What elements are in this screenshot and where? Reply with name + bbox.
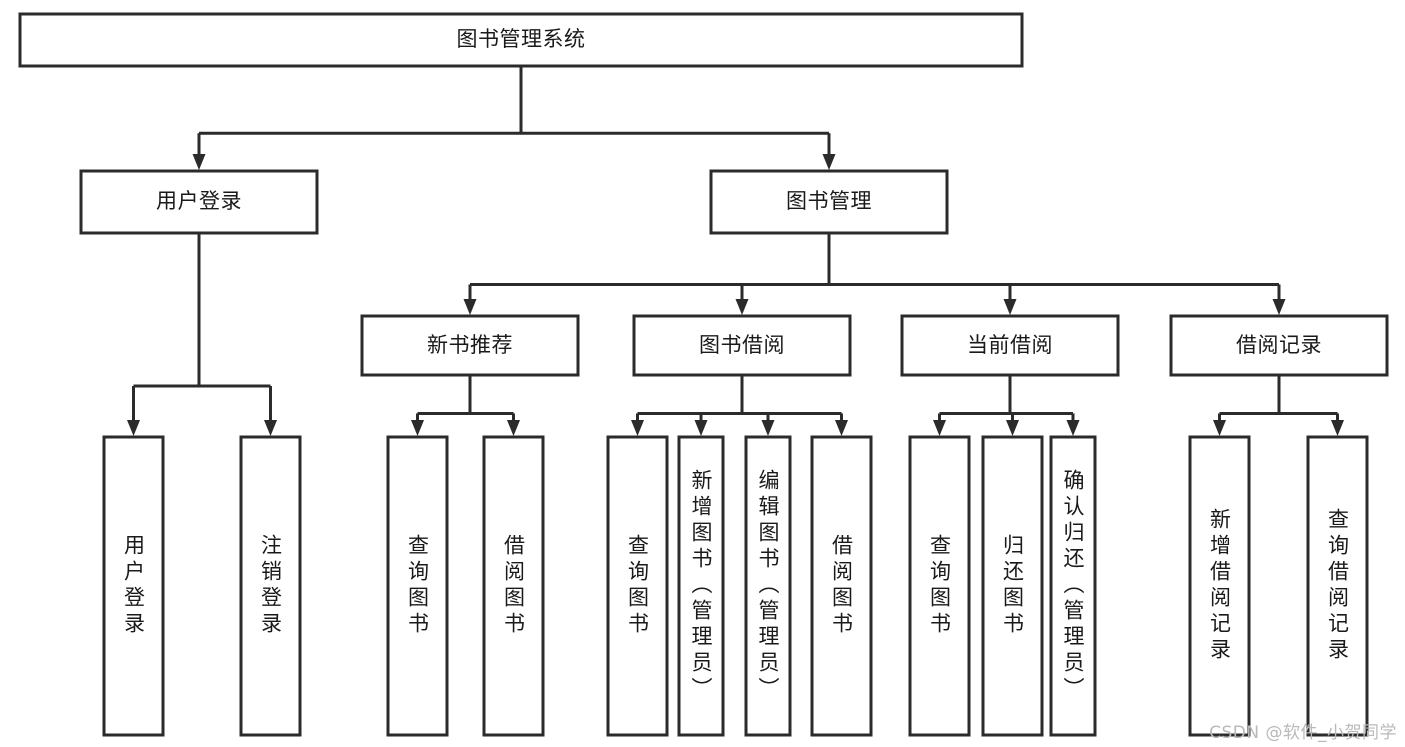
node-box-leaf-edit-book[interactable] (744, 435, 792, 737)
node-box-current-borrow[interactable] (900, 314, 1120, 377)
node-box-book-manage[interactable] (709, 169, 949, 235)
node-box-leaf-add-book[interactable] (677, 435, 725, 737)
node-box-leaf-return-book[interactable] (981, 435, 1044, 737)
node-box-new-book-rec[interactable] (360, 314, 580, 377)
node-box-user-login[interactable] (79, 169, 319, 235)
node-box-leaf-borrow-book-2[interactable] (810, 435, 873, 737)
node-box-leaf-borrow-book-1[interactable] (482, 435, 545, 737)
node-box-root[interactable] (18, 12, 1024, 68)
node-box-leaf-query-record[interactable] (1306, 435, 1369, 737)
node-box-leaf-query-book-2[interactable] (606, 435, 669, 737)
node-box-leaf-confirm-return[interactable] (1049, 435, 1097, 737)
node-box-leaf-user-login[interactable] (102, 435, 165, 737)
node-box-borrow-record[interactable] (1169, 314, 1389, 377)
node-box-book-borrow[interactable] (632, 314, 852, 377)
node-box-leaf-user-logout[interactable] (239, 435, 302, 737)
node-box-leaf-query-book-1[interactable] (386, 435, 449, 737)
node-box-leaf-add-record[interactable] (1188, 435, 1251, 737)
node-box-leaf-query-book-3[interactable] (908, 435, 971, 737)
